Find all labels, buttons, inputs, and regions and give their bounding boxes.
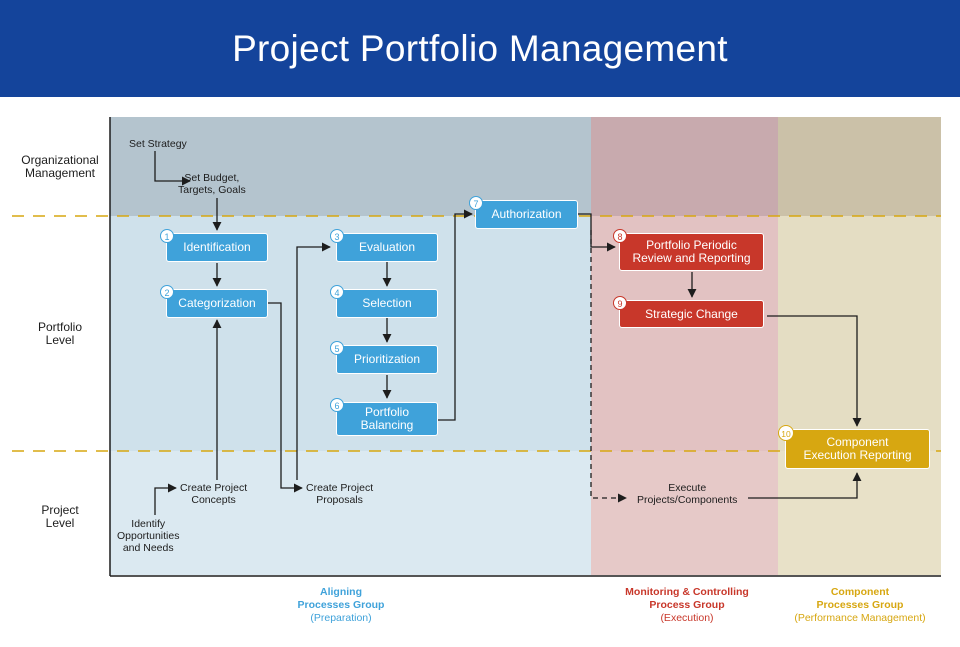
create-concepts-label: Create Project Concepts bbox=[180, 482, 248, 506]
monitoring-group-phase: (Execution) bbox=[660, 612, 714, 624]
row-label-organizational: Organizational Management bbox=[21, 153, 99, 180]
create-proposals-label: Create Project Proposals bbox=[306, 482, 374, 506]
step-5-badge: 5 bbox=[330, 341, 344, 355]
aligning-group-label: Aligning Processes Group (Preparation) bbox=[261, 586, 421, 625]
component-group-title: Component bbox=[830, 586, 890, 598]
evaluation-box[interactable]: Evaluation bbox=[336, 233, 438, 262]
monitoring-group-title: Monitoring & Controlling bbox=[625, 586, 749, 598]
component-group-label: Component Processes Group (Performance M… bbox=[779, 586, 941, 625]
aligning-group-subtitle: Processes Group bbox=[297, 599, 385, 611]
zone-aligning-project bbox=[110, 451, 591, 575]
step-6-badge: 6 bbox=[330, 398, 344, 412]
component-group-phase: (Performance Management) bbox=[794, 612, 926, 624]
component-reporting-box[interactable]: Component Execution Reporting bbox=[785, 429, 930, 469]
set-strategy-label: Set Strategy bbox=[129, 138, 187, 150]
step-8-badge: 8 bbox=[613, 229, 627, 243]
aligning-group-title: Aligning bbox=[320, 586, 362, 598]
step-7-badge: 7 bbox=[469, 196, 483, 210]
set-budget-label: Set Budget, Targets, Goals bbox=[178, 172, 246, 196]
zone-monitoring-project bbox=[591, 451, 778, 575]
zone-aligning-org bbox=[110, 117, 591, 216]
page-title: Project Portfolio Management bbox=[232, 27, 728, 69]
title-banner: Project Portfolio Management bbox=[0, 0, 960, 97]
identify-opportunities-label: Identify Opportunities and Needs bbox=[117, 518, 180, 554]
authorization-box[interactable]: Authorization bbox=[475, 200, 578, 229]
zone-component-portfolio bbox=[778, 216, 941, 451]
selection-box[interactable]: Selection bbox=[336, 289, 438, 318]
portfolio-review-box[interactable]: Portfolio Periodic Review and Reporting bbox=[619, 233, 764, 271]
row-label-project: Project Level bbox=[41, 503, 79, 530]
monitoring-group-label: Monitoring & Controlling Process Group (… bbox=[604, 586, 770, 625]
identification-box[interactable]: Identification bbox=[166, 233, 268, 262]
step-1-badge: 1 bbox=[160, 229, 174, 243]
step-10-badge: 10 bbox=[778, 425, 794, 441]
row-label-portfolio: Portfolio Level bbox=[37, 320, 83, 347]
monitoring-group-subtitle: Process Group bbox=[649, 599, 725, 611]
aligning-group-phase: (Preparation) bbox=[310, 612, 372, 624]
step-3-badge: 3 bbox=[330, 229, 344, 243]
component-group-subtitle: Processes Group bbox=[816, 599, 904, 611]
strategic-change-box[interactable]: Strategic Change bbox=[619, 300, 764, 328]
step-9-badge: 9 bbox=[613, 296, 627, 310]
portfolio-balancing-box[interactable]: Portfolio Balancing bbox=[336, 402, 438, 436]
zone-monitoring-org bbox=[591, 117, 778, 216]
prioritization-box[interactable]: Prioritization bbox=[336, 345, 438, 374]
categorization-box[interactable]: Categorization bbox=[166, 289, 268, 318]
step-2-badge: 2 bbox=[160, 285, 174, 299]
step-4-badge: 4 bbox=[330, 285, 344, 299]
zone-component-project bbox=[778, 451, 941, 575]
zone-component-org bbox=[778, 117, 941, 216]
execute-projects-label: Execute Projects/Components bbox=[637, 482, 738, 506]
